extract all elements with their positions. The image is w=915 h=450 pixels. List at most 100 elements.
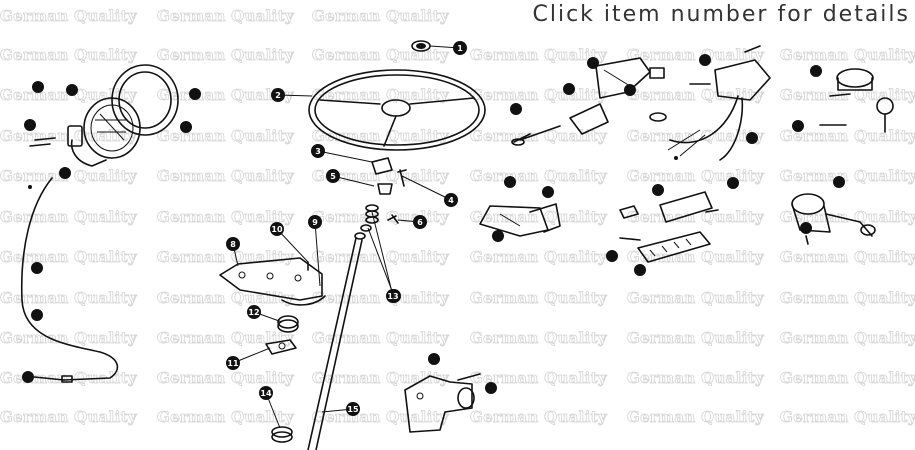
callout-marker[interactable] [270,222,284,236]
callout-number: 14 [260,389,272,398]
callout-dot[interactable] [510,103,522,115]
ignition-lock-part[interactable] [819,68,894,133]
watermark-text: German Quality [312,248,450,266]
callout-dot[interactable] [428,353,440,365]
callout-dot[interactable] [180,121,192,133]
callout-dot[interactable] [31,262,43,274]
speedometer-part[interactable] [28,64,179,189]
callout-dot[interactable] [189,88,201,100]
callout-item-5[interactable]: 5 [326,169,340,183]
callout-dot[interactable] [587,57,599,69]
callout-marker[interactable] [226,237,240,251]
callout-marker[interactable] [326,169,340,183]
watermark-text: German Quality [780,289,915,307]
callout-marker[interactable] [346,402,360,416]
instruction-text: Click item number for details [532,2,910,27]
callout-marker[interactable] [308,215,322,229]
watermark-text: German Quality [470,46,608,64]
callout-dot[interactable] [652,184,664,196]
callout-item-2[interactable]: 2 [271,88,285,102]
callout-item-1[interactable]: 1 [453,41,467,55]
callouts-layer: 123456789101112131415 [22,41,845,429]
callout-dot[interactable] [542,186,554,198]
callout-dot[interactable] [22,371,34,383]
callout-marker[interactable] [226,356,240,370]
column-bushing-part[interactable] [265,315,299,443]
watermark-text: German Quality [627,289,765,307]
callout-item-13[interactable]: 13 [386,289,400,303]
callout-dot[interactable] [504,176,516,188]
callout-dot[interactable] [32,81,44,93]
callout-leader-line [317,150,373,163]
watermark-text: German Quality [157,167,295,185]
watermark-text: German Quality [312,127,450,145]
callout-marker[interactable] [311,144,325,158]
callout-dot[interactable] [66,84,78,96]
callout-dot[interactable] [634,264,646,276]
wiring-harness-part[interactable] [667,45,771,161]
callout-item-10[interactable]: 10 [270,222,284,236]
callout-number: 15 [347,405,359,414]
callout-item-9[interactable]: 9 [308,215,322,229]
steering-wheel-part[interactable] [308,69,486,151]
callout-marker[interactable] [247,305,261,319]
callout-item-15[interactable]: 15 [346,402,360,416]
callout-number: 1 [457,44,463,53]
callout-dot[interactable] [606,250,618,262]
callout-item-14[interactable]: 14 [259,386,273,400]
callout-dot[interactable] [485,382,497,394]
callout-dot[interactable] [810,65,822,77]
watermark-text: German Quality [157,329,295,347]
callout-marker[interactable] [386,289,400,303]
steering-shaft-part[interactable] [307,224,372,450]
watermark-text: German Quality [157,408,295,426]
watermark-text: German Quality [470,289,608,307]
callout-item-6[interactable]: 6 [413,215,427,229]
hub-parts[interactable] [365,157,407,224]
callout-dot[interactable] [800,222,812,234]
dimmer-switch-part[interactable] [479,203,561,237]
callout-marker[interactable] [259,386,273,400]
callout-marker[interactable] [453,41,467,55]
callout-dot[interactable] [59,167,71,179]
callout-dot[interactable] [746,132,758,144]
callout-dot[interactable] [833,176,845,188]
callout-item-8[interactable]: 8 [226,237,240,251]
watermark-text: German Quality [0,208,138,226]
watermark-text: German Quality [157,7,295,25]
column-bracket-part[interactable] [219,257,326,306]
watermark-text: German Quality [0,289,138,307]
callout-dot[interactable] [31,309,43,321]
callout-dot[interactable] [624,84,636,96]
steering-lock-part[interactable] [404,373,481,433]
turn-signal-switch-part[interactable] [511,57,667,146]
callout-dot[interactable] [24,119,36,131]
fuse-box-part[interactable] [619,191,719,263]
callout-marker[interactable] [444,193,458,207]
callout-dot[interactable] [563,83,575,95]
callout-item-11[interactable]: 11 [226,356,240,370]
callout-marker[interactable] [413,215,427,229]
callout-leader-line [276,228,309,263]
watermark-text: German Quality [157,127,295,145]
callout-leader-line [401,175,452,201]
callout-item-12[interactable]: 12 [247,305,261,319]
watermark-text: German Quality [470,208,608,226]
callout-item-3[interactable]: 3 [311,144,325,158]
callout-leader-line [371,211,394,297]
callout-dot[interactable] [699,54,711,66]
watermark-text: German Quality [0,369,138,387]
callout-marker[interactable] [271,88,285,102]
watermark-text: German Quality [780,127,915,145]
watermark-text: German Quality [627,329,765,347]
ignition-switch-part[interactable] [791,193,876,245]
watermark-text: German Quality [627,208,765,226]
callout-dot[interactable] [492,230,504,242]
watermark-text: German Quality [780,167,915,185]
callout-dot[interactable] [727,177,739,189]
watermark-text: German Quality [157,46,295,64]
callout-item-4[interactable]: 4 [444,193,458,207]
watermark-text: German Quality [312,289,450,307]
callout-dot[interactable] [792,120,804,132]
